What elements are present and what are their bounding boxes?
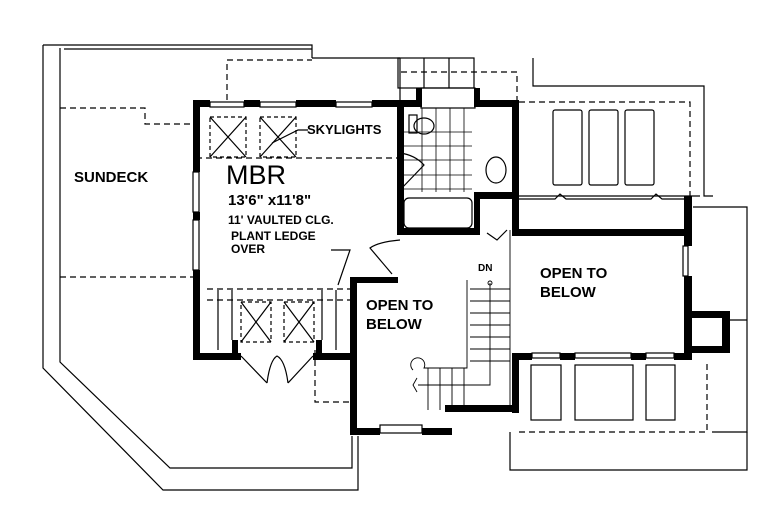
clerestory-windows — [519, 109, 690, 200]
mbr-dimensions: 13'6" x11'8" — [228, 192, 312, 209]
mbr-room-label: MBR — [226, 160, 286, 190]
skylights-label: SKYLIGHTS — [307, 122, 382, 137]
skylights-bottom — [217, 290, 337, 350]
closet-door — [486, 229, 508, 241]
plant-ledge-note-line1: PLANT LEDGE — [231, 229, 316, 243]
lower-right-windows — [531, 352, 675, 359]
mbr-top-windows — [209, 101, 373, 108]
bathtub-icon — [403, 197, 473, 229]
open-to-below-left-line2: BELOW — [366, 316, 422, 333]
sundeck-railing — [42, 44, 400, 491]
plant-ledge-leader — [331, 249, 351, 286]
mbr-side-windows — [192, 171, 200, 271]
walls — [193, 88, 730, 435]
plant-ledge-note-line2: OVER — [231, 242, 266, 256]
toilet-icon — [408, 114, 435, 135]
open-to-below-left-line1: OPEN TO — [366, 297, 434, 314]
open-to-below-right-line2: BELOW — [540, 284, 596, 301]
outline-thin — [399, 58, 748, 471]
staircase — [410, 230, 511, 410]
skylights-top — [209, 116, 308, 158]
bath-tile-grid — [400, 108, 472, 192]
stairs-down-label: DN — [478, 263, 493, 274]
mbr-ceiling-note: 11' VAULTED CLG. — [228, 213, 334, 227]
mbr-door — [369, 239, 401, 275]
open-below-window — [682, 245, 689, 277]
open-to-below-right-line1: OPEN TO — [540, 265, 608, 282]
sink-icon — [485, 156, 507, 184]
lower-windows — [530, 364, 676, 421]
overhang-dashed-lines — [60, 59, 708, 433]
landing-window — [379, 424, 423, 434]
french-doors — [240, 355, 314, 384]
sundeck-label: SUNDECK — [74, 169, 149, 186]
